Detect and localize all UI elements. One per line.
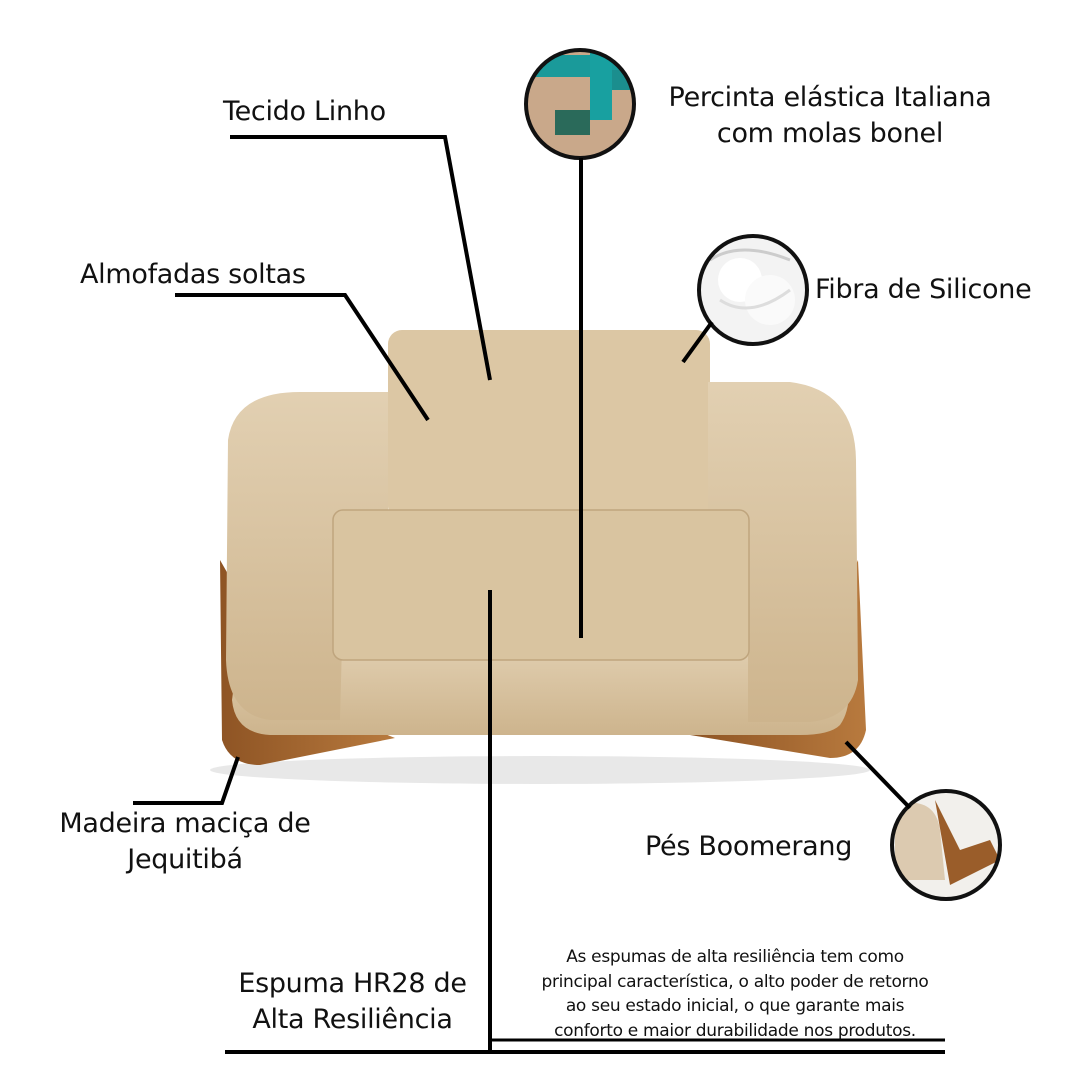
- label-fibra-silicone: Fibra de Silicone: [815, 274, 1032, 305]
- label-tecido-linho: Tecido Linho: [223, 96, 386, 127]
- label-madeira-line2: Jequitibá: [127, 844, 243, 875]
- label-percinta-line1: Percinta elástica Italiana: [668, 82, 992, 113]
- label-pes-boomerang: Pés Boomerang: [645, 831, 853, 862]
- description-line: ao seu estado inicial, o que garante mai…: [565, 996, 905, 1016]
- description-line: principal característica, o alto poder d…: [541, 971, 929, 992]
- floor-shadow: [210, 756, 870, 784]
- leader-line-almofadas: [175, 293, 430, 422]
- silicone-fiber-image: [700, 237, 806, 343]
- label-espuma: Espuma HR28 de Alta Resiliência: [215, 966, 490, 1038]
- foam-description: As espumas de alta resiliência tem como …: [495, 945, 975, 1043]
- sofa-base: [232, 640, 849, 735]
- leader-lines: [133, 135, 945, 1054]
- description-line: As espumas de alta resiliência tem como: [566, 947, 904, 967]
- feet-circle-frame: [890, 789, 1002, 901]
- right-arm: [708, 382, 858, 722]
- leader-line-pes: [844, 740, 912, 810]
- label-espuma-line1: Espuma HR28 de: [238, 968, 467, 999]
- fiber-circle-frame: [697, 234, 809, 346]
- back-cushion: [388, 330, 710, 520]
- label-percinta-line2: com molas bonel: [716, 118, 944, 149]
- boomerang-feet-image: [893, 792, 999, 898]
- leader-line-tecido: [230, 135, 492, 381]
- webbing-detail-image: [527, 51, 633, 157]
- description-line: conforto e maior durabilidade nos produt…: [554, 1020, 916, 1041]
- left-arm: [226, 392, 388, 720]
- label-madeira: Madeira maciça de Jequitibá: [30, 806, 340, 878]
- label-almofadas-soltas: Almofadas soltas: [80, 259, 306, 290]
- seat-cushion: [332, 509, 750, 661]
- leader-line-fibra: [681, 320, 714, 364]
- leader-line-madeira: [133, 756, 240, 805]
- label-espuma-line2: Alta Resiliência: [252, 1004, 453, 1035]
- label-madeira-line1: Madeira maciça de: [59, 808, 311, 839]
- label-percinta: Percinta elástica Italiana com molas bon…: [640, 80, 1020, 152]
